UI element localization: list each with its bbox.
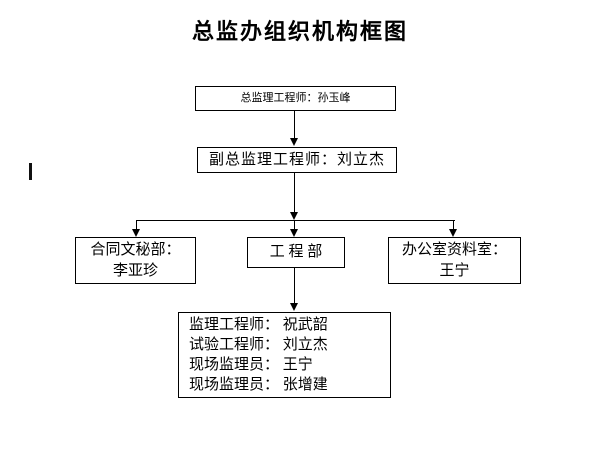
connector-deputy-to-branch	[294, 173, 295, 213]
node-deputy-chief-engineer-label: 副总监理工程师：刘立杰	[208, 151, 385, 168]
connector-branch-to-office	[453, 220, 454, 230]
arrowhead-down-icon	[132, 229, 140, 237]
arrowhead-down-icon	[449, 229, 457, 237]
arrowhead-down-icon	[290, 229, 298, 237]
staff-line-supervising-engineer: 监理工程师： 祝武韶	[189, 317, 328, 333]
staff-line-site-supervisor-2: 现场监理员： 张增建	[189, 377, 328, 393]
connector-branch-line	[137, 220, 455, 221]
node-office-records-room: 办公室资料室： 王宁	[388, 237, 521, 284]
connector-engineering-to-staff	[294, 268, 295, 304]
connector-branch-to-contract	[136, 220, 137, 230]
node-office-records-room-name: 办公室资料室：	[401, 241, 507, 258]
node-chief-engineer: 总监理工程师：孙玉峰	[195, 86, 396, 111]
arrowhead-down-icon	[290, 138, 298, 146]
connector-branch-to-engineering	[294, 220, 295, 230]
arrowhead-down-icon	[290, 212, 298, 220]
connector-chief-to-deputy	[294, 111, 295, 139]
staff-line-test-engineer: 试验工程师： 刘立杰	[189, 337, 328, 353]
text-cursor	[29, 163, 32, 180]
node-engineering-dept: 工 程 部	[247, 237, 345, 268]
arrowhead-down-icon	[290, 303, 298, 311]
node-chief-engineer-label: 总监理工程师：孙玉峰	[240, 92, 351, 104]
node-office-records-room-person: 王宁	[439, 262, 470, 279]
staff-line-site-supervisor-1: 现场监理员： 王宁	[189, 357, 313, 373]
node-contract-secretary-dept: 合同文秘部： 李亚珍	[75, 237, 196, 284]
node-contract-secretary-dept-name: 合同文秘部：	[90, 241, 181, 258]
node-engineering-dept-label: 工 程 部	[269, 244, 323, 260]
node-contract-secretary-dept-person: 李亚珍	[112, 262, 158, 279]
node-deputy-chief-engineer: 副总监理工程师：刘立杰	[197, 147, 397, 173]
org-chart-title: 总监办组织机构框图	[191, 19, 408, 44]
node-staff-list: 监理工程师： 祝武韶 试验工程师： 刘立杰 现场监理员： 王宁 现场监理员： 张…	[178, 312, 391, 398]
